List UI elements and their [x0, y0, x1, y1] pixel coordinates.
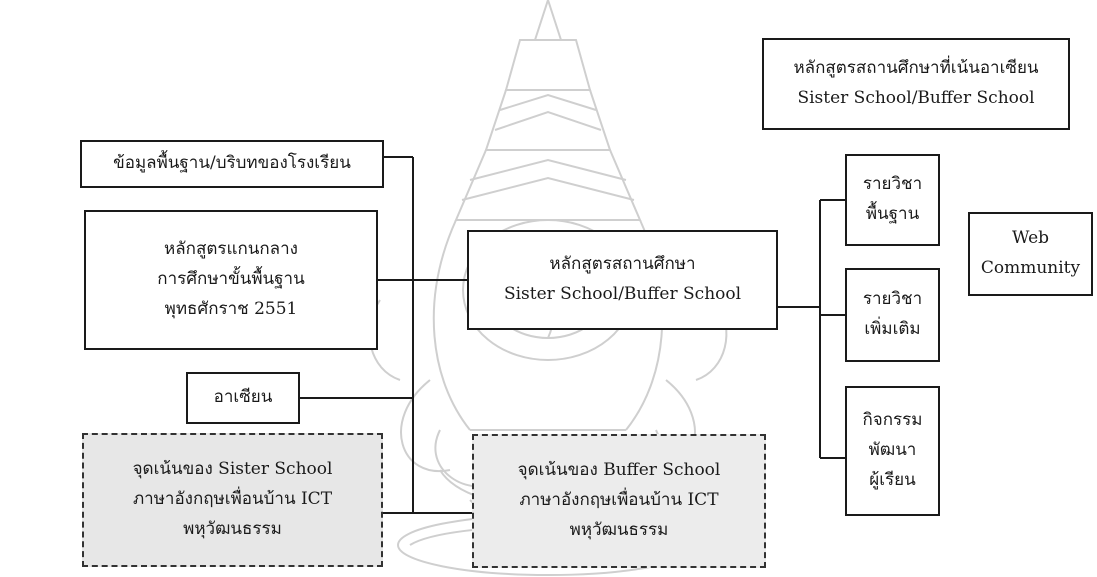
box-line: พหุวัฒนธรรม — [183, 518, 282, 539]
box-line: อาเซียน — [213, 387, 273, 408]
school-curriculum-box: หลักสูตรสถานศึกษา Sister School/Buffer S… — [467, 230, 778, 330]
box-line: การศึกษาขั้นพื้นฐาน — [157, 269, 305, 290]
box-line: Sister School/Buffer School — [797, 88, 1035, 108]
asean-focused-curriculum-box: หลักสูตรสถานศึกษาที่เน้นอาเซียน Sister S… — [762, 38, 1070, 130]
box-line: Community — [980, 258, 1081, 278]
box-line: หลักสูตรแกนกลาง — [164, 239, 298, 260]
box-line: พหุวัฒนธรรม — [569, 519, 669, 540]
box-line: ภาษาอังกฤษเพื่อนบ้าน ICT — [132, 489, 333, 510]
box-line: ภาษาอังกฤษเพื่อนบ้าน ICT — [519, 490, 719, 511]
web-community-box: Web Community — [968, 212, 1093, 296]
box-line: ข้อมูลพื้นฐาน/บริบทของโรงเรียน — [113, 153, 351, 174]
box-line: พัฒนา — [868, 440, 917, 461]
box-line: เพิ่มเติม — [864, 319, 921, 339]
box-line: พุทธศักราช 2551 — [164, 298, 298, 319]
box-line: จุดเน้นของ Buffer School — [517, 460, 721, 481]
basic-subjects-box: รายวิชา พื้นฐาน — [845, 154, 940, 246]
box-line: รายวิชา — [862, 289, 923, 310]
core-curriculum-box: หลักสูตรแกนกลาง การศึกษาขั้นพื้นฐาน พุทธ… — [84, 210, 378, 350]
box-line: กิจกรรม — [862, 410, 923, 431]
box-line: Sister School/Buffer School — [503, 284, 742, 304]
additional-subjects-box: รายวิชา เพิ่มเติม — [845, 268, 940, 362]
box-line: พื้นฐาน — [865, 204, 920, 224]
school-context-box: ข้อมูลพื้นฐาน/บริบทของโรงเรียน — [80, 140, 384, 188]
sister-school-focus-box: จุดเน้นของ Sister School ภาษาอังกฤษเพื่อ… — [82, 433, 383, 567]
box-line: Web — [1011, 228, 1050, 249]
buffer-school-focus-box: จุดเน้นของ Buffer School ภาษาอังกฤษเพื่อ… — [472, 434, 766, 568]
box-line: หลักสูตรสถานศึกษา — [549, 254, 696, 275]
asean-box: อาเซียน — [186, 372, 300, 424]
box-line: รายวิชา — [862, 174, 923, 195]
learner-development-activities-box: กิจกรรม พัฒนา ผู้เรียน — [845, 386, 940, 516]
box-line: หลักสูตรสถานศึกษาที่เน้นอาเซียน — [793, 58, 1039, 79]
box-line: จุดเน้นของ Sister School — [132, 459, 333, 480]
box-line: ผู้เรียน — [869, 469, 916, 490]
